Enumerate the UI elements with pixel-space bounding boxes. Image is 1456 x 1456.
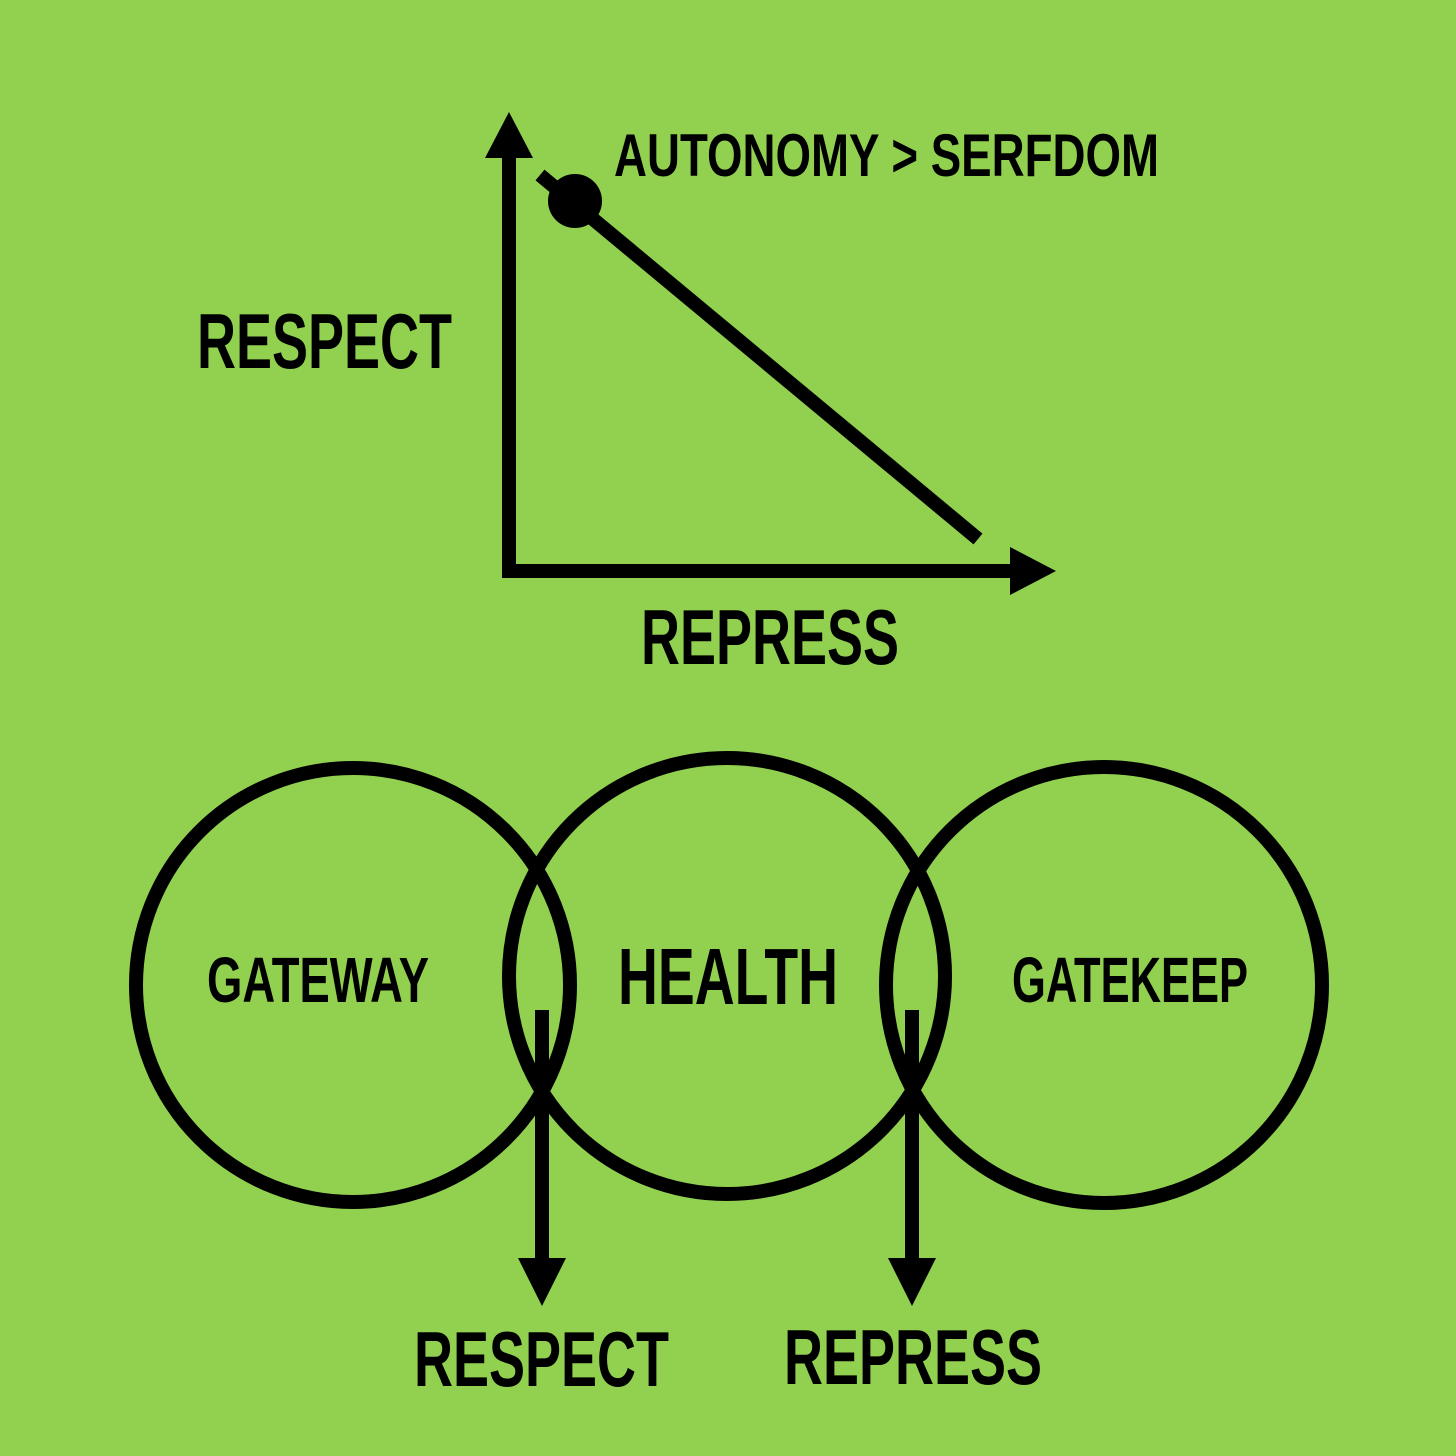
y-axis-label: RESPECT [197,297,452,385]
health-label: HEALTH [618,932,838,1021]
gateway-label: GATEWAY [207,944,429,1016]
gatekeep-circle [879,760,1329,1210]
gateway-circle [129,761,577,1209]
y-axis-arrowhead [485,112,533,158]
repress-arrowhead [888,1258,936,1306]
x-axis-label: REPRESS [641,593,899,681]
tradeoff-line [535,169,983,545]
repress-output-label: REPRESS [784,1313,1042,1401]
gatekeep-label: GATEKEEP [1012,944,1248,1016]
autonomy-point [548,174,602,228]
health-circle [502,751,952,1201]
respect-output-label: RESPECT [414,1315,669,1403]
x-axis-arrowhead [1010,547,1056,595]
tradeoff-graph: AUTONOMY > SERFDOM RESPECT REPRESS [197,112,1159,681]
venn-diagram: GATEWAY HEALTH GATEKEEP RESPECT REPRESS [129,751,1329,1403]
respect-arrowhead [518,1258,566,1306]
point-label: AUTONOMY > SERFDOM [614,122,1159,189]
